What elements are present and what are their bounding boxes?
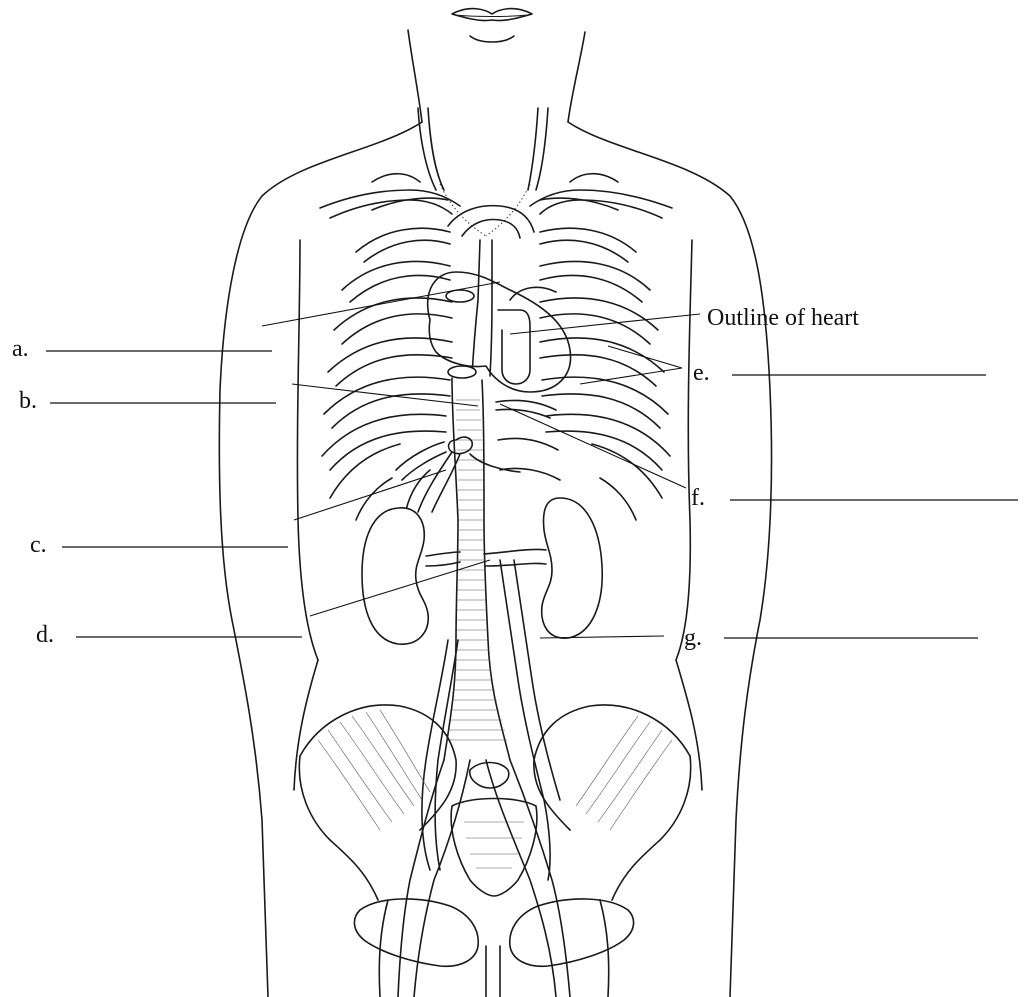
label-g: g. <box>684 625 702 651</box>
label-d: d. <box>36 622 54 648</box>
label-b: b. <box>19 388 37 414</box>
label-heart-outline: Outline of heart <box>707 305 859 331</box>
iliac-hatching <box>318 710 672 830</box>
label-a: a. <box>12 336 29 362</box>
label-e: e. <box>693 360 710 386</box>
intercostal-branches <box>396 400 560 512</box>
pelvis <box>299 705 690 997</box>
leader-e1 <box>580 368 682 384</box>
subclavian-vessels <box>320 108 672 236</box>
leader-heart <box>510 314 700 334</box>
body-outline <box>219 9 771 997</box>
answer-lines <box>46 351 1018 638</box>
leader-e2 <box>608 346 682 368</box>
label-c: c. <box>30 532 47 558</box>
rib-cage <box>322 198 670 520</box>
leader-f <box>500 404 686 488</box>
leader-b <box>292 384 478 406</box>
label-f: f. <box>691 485 705 511</box>
leader-c <box>294 470 446 520</box>
